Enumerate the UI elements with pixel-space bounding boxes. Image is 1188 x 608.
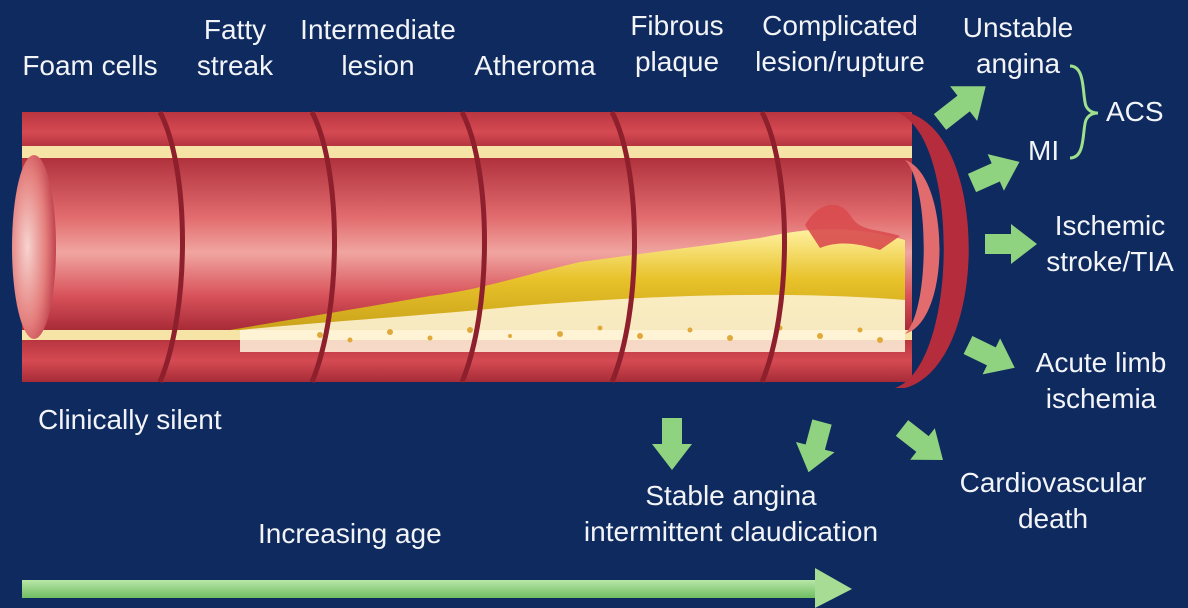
stage-label-atheroma: Atheroma bbox=[460, 12, 610, 84]
outcome-mi: MI bbox=[1028, 133, 1059, 169]
clinically-silent-label: Clinically silent bbox=[38, 402, 222, 438]
vessel-left-opening bbox=[12, 155, 56, 339]
increasing-age-arrow bbox=[22, 568, 852, 608]
arrow-to-stable-angina bbox=[652, 418, 692, 470]
arrow-to-claudication bbox=[789, 417, 841, 478]
arrow-to-limb bbox=[959, 327, 1023, 386]
arrow-to-stroke bbox=[985, 224, 1037, 264]
increasing-age-label: Increasing age bbox=[258, 516, 442, 552]
stage-label-foam-cells: Foam cells bbox=[10, 12, 170, 84]
arrow-to-mi bbox=[964, 144, 1028, 202]
artery-vessel bbox=[12, 112, 969, 388]
outcome-acs: ACS bbox=[1106, 94, 1164, 130]
